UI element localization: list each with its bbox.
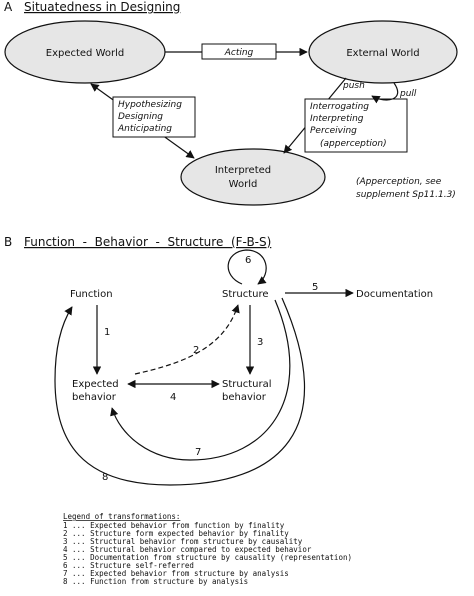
- apperception-label: (apperception): [320, 139, 387, 149]
- expected-behavior-node-line2: behavior: [72, 392, 117, 403]
- structural-behavior-node-line1: Structural: [222, 379, 272, 390]
- interpreting-label: Interpreting: [310, 114, 364, 124]
- transformation-6-loop: [227, 249, 267, 285]
- pull-label: pull: [399, 89, 417, 99]
- legend-item-4: 4 ... Structural behavior compared to ex…: [63, 545, 312, 554]
- external-world-label: External World: [346, 48, 419, 59]
- anticipating-label: Anticipating: [117, 124, 172, 134]
- documentation-node: Documentation: [356, 289, 433, 300]
- transformation-2-label: 2: [193, 345, 199, 356]
- interpreted-world-label-line1: Interpreted: [215, 165, 271, 176]
- interpreted-world-node: [180, 148, 326, 206]
- section-b-title: Function - Behavior - Structure (F-B-S): [24, 235, 271, 249]
- transformation-6-label: 6: [245, 255, 251, 266]
- expected-world-label: Expected World: [46, 48, 125, 59]
- legend-item-2: 2 ... Structure form expected behavior b…: [63, 529, 289, 538]
- transformation-2-arrow: [134, 304, 240, 375]
- apperception-note-line1: (Apperception, see: [356, 177, 442, 187]
- expected-behavior-node-line1: Expected: [72, 379, 119, 390]
- structure-node: Structure: [222, 289, 269, 300]
- legend-item-3: 3 ... Structural behavior from structure…: [63, 537, 303, 546]
- structural-behavior-node-line2: behavior: [222, 392, 267, 403]
- legend-title: Legend of transformations:: [63, 512, 180, 521]
- transformation-8-label: 8: [102, 472, 108, 483]
- section-b: B Function - Behavior - Structure (F-B-S…: [4, 235, 433, 586]
- perceiving-label: Perceiving: [310, 126, 357, 136]
- section-a: A Situatedness in Designing Expected Wor…: [4, 0, 458, 206]
- legend-item-5: 5 ... Documentation from structure by ca…: [63, 553, 352, 562]
- hypothesizing-label: Hypothesizing: [118, 100, 182, 110]
- pull-loop-arrow: [371, 82, 399, 104]
- interrogating-box: [304, 98, 408, 153]
- function-node: Function: [70, 289, 113, 300]
- transformation-3-label: 3: [257, 337, 263, 348]
- push-label: push: [342, 81, 365, 91]
- transformation-4-label: 4: [170, 392, 176, 403]
- transformation-5-label: 5: [312, 282, 318, 293]
- legend-item-1: 1 ... Expected behavior from function by…: [63, 521, 285, 530]
- designing-label: Designing: [118, 112, 163, 122]
- section-b-letter: B: [4, 235, 12, 249]
- hypothesizing-box: [112, 96, 196, 138]
- acting-label: Acting: [224, 48, 254, 58]
- section-a-title: Situatedness in Designing: [24, 0, 180, 14]
- legend-item-8: 8 ... Function from structure by analysi…: [63, 577, 248, 586]
- transformation-1-label: 1: [104, 327, 110, 338]
- external-world-node: [308, 20, 458, 84]
- transformation-8-arrow: [54, 297, 306, 486]
- legend-item-7: 7 ... Expected behavior from structure b…: [63, 569, 289, 578]
- interpreted-world-label-line2: World: [229, 179, 258, 190]
- section-a-letter: A: [4, 0, 13, 14]
- legend-item-6: 6 ... Structure self-referred: [63, 561, 194, 570]
- apperception-note-line2: supplement Sp11.1.3): [356, 190, 456, 200]
- transformation-7-label: 7: [195, 447, 201, 458]
- transformation-7-arrow: [110, 299, 291, 461]
- acting-box: [201, 43, 277, 60]
- interrogating-label: Interrogating: [310, 102, 369, 112]
